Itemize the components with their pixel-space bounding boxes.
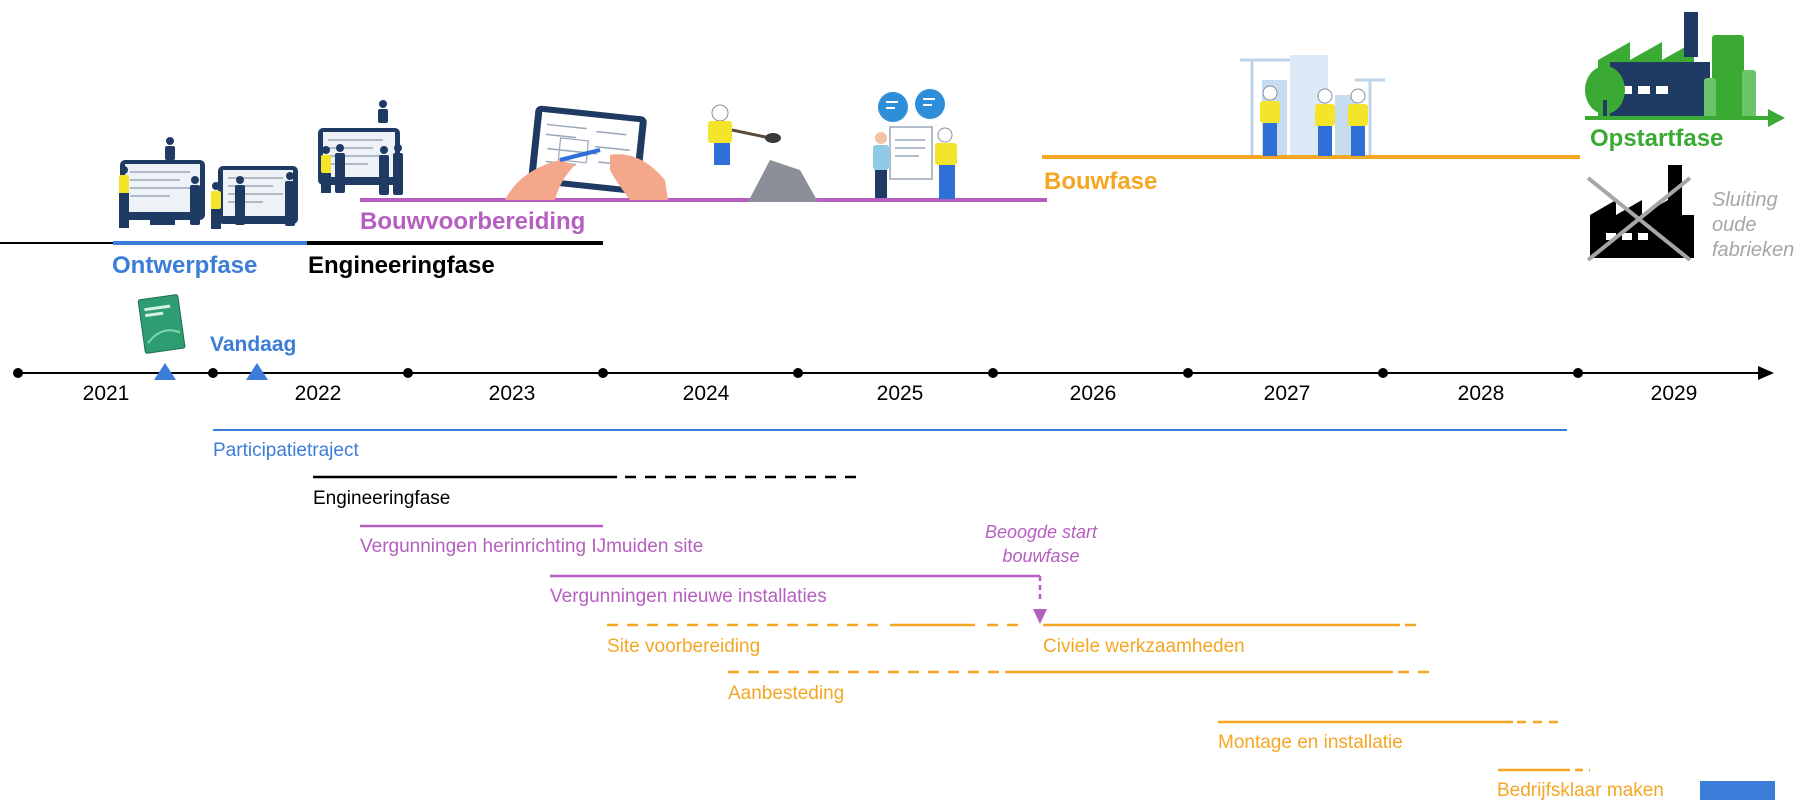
design-team-illustration <box>119 137 298 229</box>
brochure-icon <box>137 294 186 354</box>
engineering-team-illustration <box>318 100 403 195</box>
tablet-hands-illustration <box>505 105 668 200</box>
year-label: 2022 <box>294 382 342 405</box>
year-label: 2028 <box>1457 382 1505 405</box>
year-label: 2023 <box>488 382 536 405</box>
task-label-participatie: Participatietraject <box>213 440 359 461</box>
task-label-site-voorbereiding: Site voorbereiding <box>607 636 761 657</box>
milestone-note: Beoogde start bouwfase <box>984 522 1098 566</box>
task-label-civiel: Civiele werkzaamheden <box>1043 636 1245 657</box>
phase-label-ontwerpfase: Ontwerpfase <box>112 252 258 279</box>
axis-tick <box>1573 368 1583 378</box>
year-label: 2025 <box>876 382 924 405</box>
today-label: Vandaag <box>210 333 297 356</box>
closure-note: Sluiting oude fabrieken <box>1712 189 1795 261</box>
phase-label-bouwfase: Bouwfase <box>1044 168 1158 195</box>
axis-tick <box>403 368 413 378</box>
phase-label-opstartfase: Opstartfase <box>1590 125 1724 152</box>
phase-label-bouwvoorbereiding: Bouwvoorbereiding <box>360 208 586 235</box>
task-label-vergunningen-ijmuiden: Vergunningen herinrichting IJmuiden site <box>360 536 704 557</box>
axis-tick <box>598 368 608 378</box>
today-marker <box>246 363 268 380</box>
year-label: 2027 <box>1263 382 1311 405</box>
phase-label-engineeringfase: Engineeringfase <box>308 252 495 279</box>
worker-digging-illustration <box>708 104 818 202</box>
closed-old-factory-icon <box>1586 165 1694 262</box>
task-label-bedrijfsklaar: Bedrijfsklaar maken <box>1497 780 1664 801</box>
axis-tick <box>793 368 803 378</box>
task-label-vergunningen-nieuw: Vergunningen nieuwe installaties <box>550 586 827 607</box>
axis-tick <box>13 368 23 378</box>
construction-workers-illustration <box>1240 55 1385 156</box>
task-label-montage: Montage en installatie <box>1218 732 1403 753</box>
green-hydrogen-factory-icon <box>1585 12 1785 127</box>
year-label: 2021 <box>82 382 130 405</box>
year-label: 2026 <box>1069 382 1117 405</box>
axis-tick <box>988 368 998 378</box>
brochure-marker <box>154 363 176 380</box>
axis-arrowhead <box>1758 366 1774 380</box>
axis-ticks <box>13 368 1583 378</box>
year-label: 2029 <box>1650 382 1698 405</box>
axis-tick <box>1183 368 1193 378</box>
axis-tick <box>208 368 218 378</box>
year-label: 2024 <box>682 382 730 405</box>
milestone-arrowhead <box>1033 609 1047 624</box>
contract-signing-illustration <box>873 89 957 199</box>
task-label-engineering: Engineeringfase <box>313 488 451 509</box>
corner-blue-block <box>1700 781 1775 800</box>
task-label-aanbesteding: Aanbesteding <box>728 683 845 704</box>
axis-tick <box>1378 368 1388 378</box>
